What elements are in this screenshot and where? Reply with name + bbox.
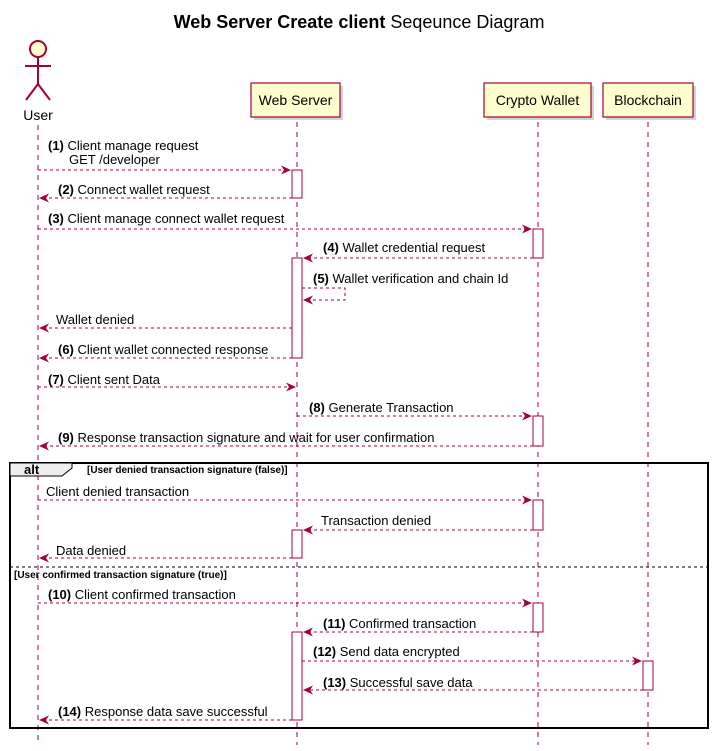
message-text: Client manage request: [68, 138, 199, 153]
message-text: Wallet denied: [56, 312, 134, 327]
message-label-m3: (3) Client manage connect wallet request: [48, 211, 285, 226]
activation-crypto-wallet-4: [532, 602, 544, 633]
message-label-m6: (6) Client wallet connected response: [58, 342, 268, 357]
message-label-m-dd: Data denied: [56, 543, 126, 558]
message-text: Successful save data: [350, 675, 474, 690]
message-number: (5): [313, 271, 329, 286]
alt-guard-denied: [User denied transaction signature (fals…: [87, 465, 288, 476]
activation-web-server-4: [291, 631, 303, 721]
message-number: (14): [58, 704, 81, 719]
arrow-m5: [302, 287, 346, 305]
message-text: Client wallet connected response: [78, 342, 269, 357]
message-number: (13): [323, 675, 346, 690]
message-label-m8: (8) Generate Transaction: [309, 400, 454, 415]
activation-web-server-2: [291, 257, 303, 359]
message-number: (3): [48, 211, 64, 226]
message-label-m9: (9) Response transaction signature and w…: [58, 430, 434, 445]
message-number: (7): [48, 372, 64, 387]
message-number: (4): [323, 240, 339, 255]
message-text: Client manage connect wallet request: [68, 211, 285, 226]
message-label-m11: (11) Confirmed transaction: [323, 616, 476, 631]
message-text: Client denied transaction: [46, 484, 189, 499]
message-label-m5: (5) Wallet verification and chain Id: [313, 271, 508, 286]
message-number: (2): [58, 182, 74, 197]
activation-web-server-3: [291, 529, 303, 559]
participant-crypto-wallet: Crypto Wallet: [483, 82, 594, 120]
message-text: Response data save successful: [85, 704, 268, 719]
participant-crypto-wallet-label: Crypto Wallet: [496, 92, 580, 108]
message-text: Transaction denied: [321, 513, 431, 528]
message-text: Confirmed transaction: [349, 616, 476, 631]
alt-fragment: [9, 462, 709, 729]
message-text: Client sent Data: [68, 372, 161, 387]
message-text: Wallet verification and chain Id: [333, 271, 509, 286]
participant-web-server-label: Web Server: [259, 92, 333, 108]
participant-web-server: Web Server: [250, 82, 343, 120]
message-number: (11): [323, 616, 345, 631]
message-text: Client confirmed transaction: [75, 587, 236, 602]
message-label-m-td: Transaction denied: [321, 513, 431, 528]
participant-user-label: User: [23, 107, 53, 123]
activation-crypto-wallet-1: [532, 228, 544, 259]
message-text: Generate Transaction: [329, 400, 454, 415]
alt-keyword: alt: [24, 462, 40, 477]
message-text: GET /developer: [69, 152, 160, 167]
title-bold: Web Server Create client: [174, 12, 386, 32]
user-actor-icon: [25, 40, 51, 101]
message-text: Wallet credential request: [343, 240, 486, 255]
message-number: (9): [58, 430, 74, 445]
message-number: (10): [48, 587, 71, 602]
message-label-m2: (2) Connect wallet request: [58, 182, 210, 197]
activation-crypto-wallet-2: [532, 415, 544, 447]
message-number: (6): [58, 342, 74, 357]
message-number: (12): [313, 644, 336, 659]
message-label-m14: (14) Response data save successful: [58, 704, 268, 719]
message-number: (8): [309, 400, 325, 415]
activation-crypto-wallet-3: [532, 499, 544, 531]
message-label-m-wd: Wallet denied: [56, 312, 134, 327]
activation-blockchain-1: [642, 660, 654, 691]
message-text: Connect wallet request: [78, 182, 211, 197]
participant-blockchain: Blockchain: [602, 82, 696, 120]
message-number: (1): [48, 138, 64, 153]
message-label-m-cd: Client denied transaction: [46, 484, 189, 499]
message-text: Response transaction signature and wait …: [78, 430, 435, 445]
diagram-title: Web Server Create client Seqeunce Diagra…: [174, 12, 545, 32]
message-label-m10: (10) Client confirmed transaction: [48, 587, 236, 602]
message-label-m7: (7) Client sent Data: [48, 372, 161, 387]
message-label-m4: (4) Wallet credential request: [323, 240, 485, 255]
message-label-m12: (12) Send data encrypted: [313, 644, 460, 659]
message-label-m13: (13) Successful save data: [323, 675, 473, 690]
activation-web-server-1: [291, 169, 303, 199]
message-text: Send data encrypted: [340, 644, 460, 659]
participant-blockchain-label: Blockchain: [614, 92, 682, 108]
alt-guard-confirmed: [User confirmed transaction signature (t…: [14, 570, 227, 581]
title-rest: Seqeunce Diagram: [390, 12, 544, 32]
message-text: Data denied: [56, 543, 126, 558]
